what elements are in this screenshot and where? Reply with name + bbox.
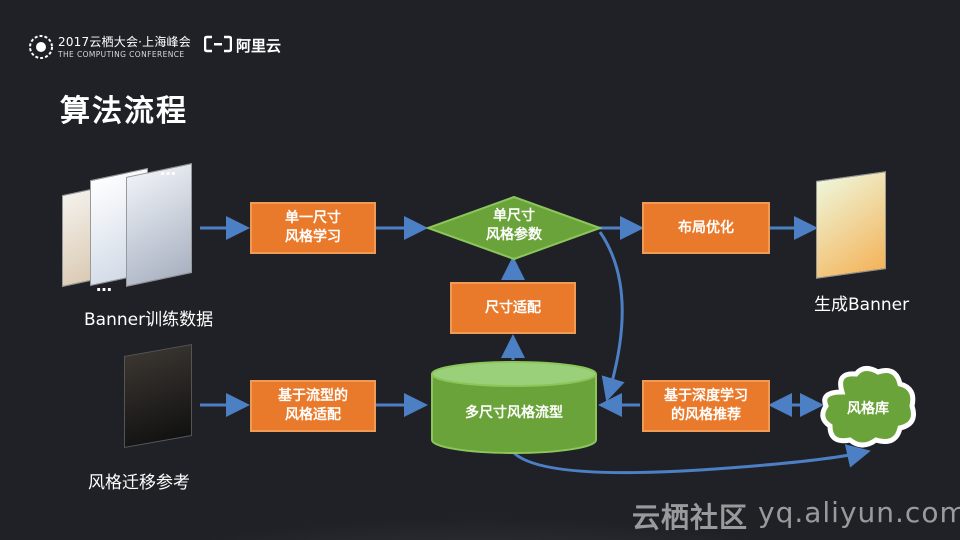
single-size-style-learning-box: 单一尺寸 风格学习	[250, 202, 376, 254]
box-line: 的风格推荐	[671, 407, 741, 423]
diamond-label: 单尺寸 风格参数	[424, 207, 604, 245]
page-title: 算法流程	[60, 94, 188, 129]
globe-icon	[29, 35, 53, 59]
diamond-line: 风格参数	[486, 227, 542, 243]
watermark-site-url: yq.aliyun.com	[758, 496, 960, 529]
conference-logo	[28, 34, 54, 60]
output-banner-thumbnail	[816, 171, 886, 279]
size-adaptation-box: 尺寸适配	[450, 282, 576, 334]
box-line: 尺寸适配	[485, 299, 541, 316]
style-transfer-label: 风格迁移参考	[88, 473, 190, 493]
aliyun-brand: 阿里云	[236, 37, 282, 55]
deep-style-recommend-box: 基于深度学习 的风格推荐	[642, 380, 770, 432]
watermark-site-cn: 云栖社区	[632, 501, 749, 534]
box-line: 基于流型的	[278, 388, 348, 404]
conference-title: 2017云栖大会·上海峰会	[58, 35, 191, 49]
arrow-manifold-to-library	[511, 444, 871, 475]
style-library-label: 风格库	[847, 401, 889, 417]
generate-banner-label: 生成Banner	[814, 295, 910, 315]
single-size-params-diamond	[425, 195, 603, 261]
arrow-params-to-manifold	[598, 231, 625, 402]
aliyun-logo-icon	[203, 35, 233, 53]
banner-thumbnail-3	[126, 162, 192, 288]
layout-optimization-box: 布局优化	[642, 202, 770, 254]
box-line: 风格学习	[285, 229, 341, 245]
box-line: 风格适配	[285, 407, 341, 423]
conference-subtitle: THE COMPUTING CONFERENCE	[58, 50, 185, 59]
flow-style-adaptation-box: 基于流型的 风格适配	[250, 380, 376, 432]
style-reference-thumbnail	[124, 344, 192, 448]
ellipsis-bottom: …	[96, 276, 113, 295]
ellipsis-top: …	[160, 160, 177, 179]
diamond-line: 单尺寸	[493, 208, 535, 224]
box-line: 基于深度学习	[664, 388, 748, 404]
box-line: 布局优化	[678, 219, 734, 236]
box-line: 单一尺寸	[285, 210, 341, 226]
manifold-label: 多尺寸风格流型	[465, 405, 563, 421]
banner-train-label: Banner训练数据	[84, 310, 214, 330]
style-library-cloud	[820, 366, 916, 448]
multi-size-manifold-cylinder	[431, 361, 597, 454]
